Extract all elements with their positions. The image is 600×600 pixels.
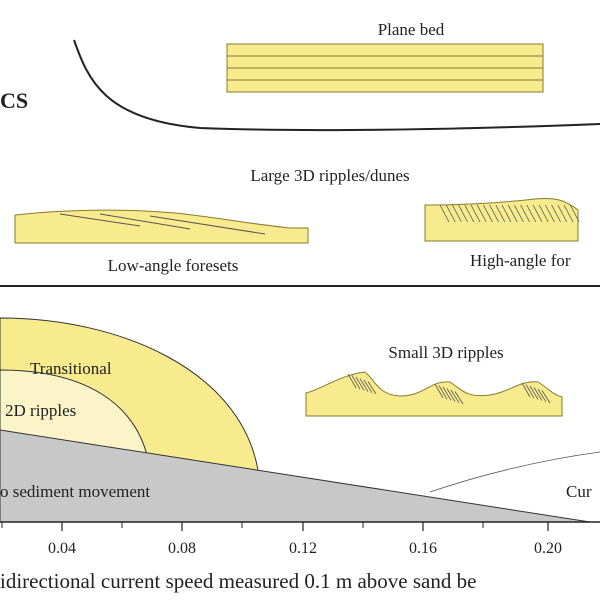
- foreset-line: [458, 204, 468, 223]
- high-angle-foresets-block: [424, 197, 580, 242]
- cur-label: Cur: [566, 482, 592, 501]
- foreset-line: [525, 384, 535, 399]
- x-axis-ticks: 0.04 0.08 0.12 0.16 0.20: [1, 522, 562, 557]
- foreset-line: [507, 204, 518, 223]
- foreset-line: [526, 204, 537, 223]
- foreset-line: [470, 204, 481, 223]
- no-movement-field: [0, 429, 591, 523]
- low-angle-foresets-block: [14, 209, 309, 244]
- foreset-line: [569, 204, 580, 223]
- foreset-line: [545, 204, 555, 223]
- foreset-line: [434, 383, 444, 399]
- foreset-line: [446, 388, 456, 402]
- foreset-line: [551, 204, 561, 223]
- foreset-line: [557, 204, 568, 223]
- high-angle-label: High-angle for: [470, 251, 571, 270]
- foreset-line: [355, 376, 365, 391]
- small-3d-ripples-block: [305, 371, 563, 417]
- foreset-line: [464, 204, 475, 223]
- foreset-line: [538, 204, 549, 223]
- foreset-line: [514, 204, 524, 223]
- foreset-line: [501, 204, 512, 223]
- foreset-line: [359, 378, 369, 392]
- foreset-line: [450, 389, 460, 404]
- foreset-line: [442, 386, 452, 401]
- ripples-2d-label: 2D ripples: [5, 401, 76, 420]
- foreset-line: [529, 385, 539, 400]
- plane-bed-block: [226, 43, 544, 93]
- x-tick-label: 0.20: [534, 540, 562, 557]
- foreset-line: [563, 204, 574, 223]
- foreset-line: [537, 388, 547, 403]
- foreset-line: [476, 204, 487, 223]
- x-tick-label: 0.04: [48, 540, 76, 557]
- foreset-line: [541, 390, 551, 404]
- x-tick-label: 0.08: [168, 540, 196, 557]
- foreset-line: [347, 373, 357, 389]
- partial-left-heading: CS: [0, 88, 28, 113]
- small-3d-label: Small 3D ripples: [388, 343, 503, 362]
- foreset-line: [454, 391, 464, 405]
- foreset-line: [452, 204, 462, 223]
- x-axis-label: idirectional current speed measured 0.1 …: [0, 569, 476, 593]
- foreset-line: [351, 375, 361, 390]
- foreset-line: [532, 204, 543, 223]
- x-tick-label: 0.12: [289, 540, 317, 557]
- foreset-line: [489, 204, 499, 223]
- plane-bed-label: Plane bed: [378, 20, 445, 39]
- low-angle-label: Low-angle foresets: [108, 256, 239, 275]
- x-tick-label: 0.16: [409, 540, 437, 557]
- current-ripple-boundary: [429, 451, 600, 493]
- foreset-line: [521, 382, 531, 398]
- foreset-line: [439, 204, 450, 223]
- upper-regime-boundary: [73, 39, 600, 132]
- foreset-line: [445, 204, 456, 223]
- foreset-line: [367, 381, 377, 395]
- foreset-line: [495, 204, 506, 223]
- foreset-line: [520, 204, 530, 223]
- foreset-line: [363, 379, 373, 394]
- foreset-line: [483, 204, 493, 223]
- foreset-line: [533, 387, 543, 401]
- large-3d-label: Large 3D ripples/dunes: [250, 166, 409, 185]
- no-movement-label: o sediment movement: [0, 482, 150, 501]
- foreset-line: [438, 385, 448, 400]
- transitional-label: Transitional: [30, 359, 112, 378]
